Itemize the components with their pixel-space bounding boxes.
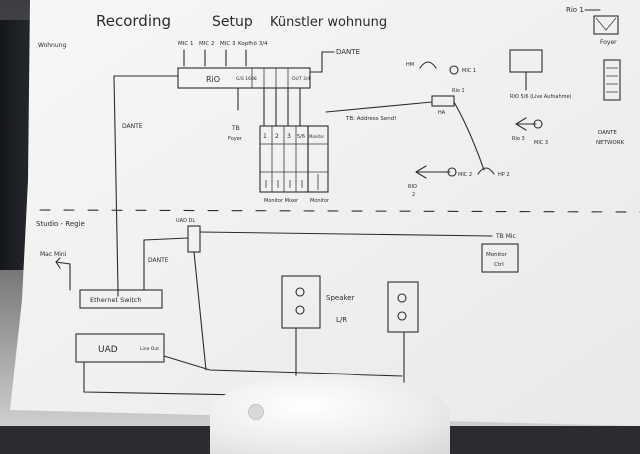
monitor-bottom-label: Monitor bbox=[310, 198, 330, 204]
speaker-right bbox=[387, 281, 419, 333]
ethernet-switch-box bbox=[79, 289, 163, 309]
rio2-label-1: RIO bbox=[408, 184, 417, 190]
mic1-icon bbox=[449, 65, 459, 75]
tb-foyer-label-1: TB bbox=[231, 125, 240, 132]
studio-regie-label: Studio - Regie bbox=[36, 220, 85, 228]
speaker-right-tweeter bbox=[397, 293, 407, 303]
rio1-box-cross bbox=[595, 17, 617, 31]
speaker-left bbox=[281, 275, 321, 329]
rio2-arrow bbox=[415, 165, 451, 179]
rio3-arrow bbox=[515, 117, 537, 131]
hp-top-label: Kopfhö 3/4 bbox=[238, 41, 268, 47]
monitor-ctrl-box bbox=[481, 243, 519, 273]
hp2-cable bbox=[453, 101, 485, 171]
mic2-top-label: MIC 2 bbox=[199, 41, 214, 47]
dante-network-slots bbox=[606, 67, 618, 93]
dante-mid-label: DANTE bbox=[148, 257, 169, 264]
sketch-paper: Recording Setup Künstler wohnung Rio 1 F… bbox=[10, 0, 640, 426]
mixer-ch-3: 3 bbox=[287, 133, 291, 140]
ha-box bbox=[431, 95, 455, 107]
title-recording: Recording bbox=[96, 12, 171, 30]
wohnung-label: Wohnung bbox=[38, 42, 66, 49]
speaker-label-1: Speaker bbox=[326, 294, 355, 302]
tb-address-label: TB: Address Send! bbox=[345, 116, 396, 122]
uad-sub-label: Line Out bbox=[140, 346, 159, 352]
tb-mic-label: TB Mic bbox=[495, 233, 516, 240]
computer-mouse bbox=[210, 374, 450, 454]
speaker-left-tweeter bbox=[295, 287, 305, 297]
speaker-left-woofer bbox=[295, 305, 305, 315]
rio-small-label: Rio 1 bbox=[452, 88, 465, 94]
rio-1608-label: G/S 1608 bbox=[236, 76, 257, 82]
dante-network-box bbox=[603, 59, 621, 101]
dante-top-line bbox=[309, 51, 335, 73]
mixer-ch-1: 1 bbox=[263, 133, 267, 140]
rio1-foyer: Foyer bbox=[600, 39, 617, 46]
mixer-faders bbox=[265, 174, 319, 190]
dante-network-label-2: NETWORK bbox=[596, 140, 625, 146]
dante-left-label: DANTE bbox=[122, 123, 143, 130]
dante-top-label: DANTE bbox=[336, 48, 360, 56]
rio2-label-2: 2 bbox=[412, 192, 415, 198]
title-setup: Setup bbox=[212, 14, 253, 30]
mic3-top-label: MIC 3 bbox=[220, 41, 236, 47]
rio1-label: Rio 1 bbox=[566, 6, 584, 14]
ethernet-switch-label: Ethernet Switch bbox=[90, 296, 142, 304]
speaker-right-woofer bbox=[397, 311, 407, 321]
uad-box bbox=[75, 333, 165, 363]
tb-address-line bbox=[325, 101, 433, 113]
rio-box bbox=[177, 67, 311, 89]
tb-mic-line bbox=[199, 231, 493, 237]
mixer-ch-2: 2 bbox=[275, 133, 279, 140]
mic-arrows bbox=[183, 49, 247, 67]
mic1-label: MIC 1 bbox=[462, 68, 476, 74]
headphone-icon bbox=[419, 61, 437, 69]
rio1-box bbox=[593, 15, 619, 35]
title-kuenstler: Künstler wohnung bbox=[270, 15, 387, 30]
mixer-grid bbox=[260, 126, 328, 192]
dante-mid-line bbox=[143, 237, 189, 291]
mixer-ch-4: 5/6 bbox=[297, 134, 305, 140]
hm1-label: HM bbox=[406, 62, 414, 68]
rio-box-dividers bbox=[251, 68, 289, 88]
mic2-label: MIC 2 bbox=[458, 172, 472, 178]
ha-label: HA bbox=[438, 110, 446, 116]
mic1-top-label: MIC 1 bbox=[178, 41, 193, 47]
mic3-label: MIC 3 bbox=[534, 140, 548, 146]
uad-label: UAD bbox=[98, 345, 118, 355]
mac-mini-label: Mac Mini bbox=[40, 251, 67, 258]
tb-foyer-label-2: Foyer bbox=[228, 136, 243, 142]
dante-left-vertical bbox=[113, 75, 119, 291]
dante-network-label-1: DANTE bbox=[598, 130, 617, 136]
mixer-monitor-top: Monitor bbox=[309, 134, 325, 139]
mic2-icon bbox=[447, 167, 457, 177]
monitor-ctrl-label-1: Monitor bbox=[486, 252, 508, 258]
paper-sheet bbox=[10, 0, 640, 426]
rio-box-label: RiO bbox=[206, 75, 220, 84]
room-divider bbox=[39, 209, 640, 213]
mixer-feed-lines bbox=[263, 87, 301, 127]
monitor-mixer-label: Monitor Mixer bbox=[264, 198, 299, 204]
uad-dl-label: UAD DL bbox=[176, 218, 195, 224]
speaker-label-2: L/R bbox=[336, 316, 347, 324]
rio3-label: Rio 3 bbox=[512, 136, 525, 142]
hp2-label: HP 2 bbox=[498, 172, 510, 178]
hp2-icon bbox=[477, 167, 495, 175]
uad-dl-drop bbox=[193, 251, 207, 371]
rio-out-label: OUT 3/4 bbox=[292, 76, 310, 82]
mac-mini-arrow bbox=[55, 257, 71, 291]
monitor-ctrl-label-2: Ctrl bbox=[494, 262, 504, 268]
monitor-box bbox=[307, 125, 329, 193]
mouse-button-icon bbox=[248, 404, 264, 420]
mic3-icon bbox=[533, 119, 543, 129]
rio56-label: RIO 5/6 (Live Aufnahme) bbox=[510, 94, 572, 100]
